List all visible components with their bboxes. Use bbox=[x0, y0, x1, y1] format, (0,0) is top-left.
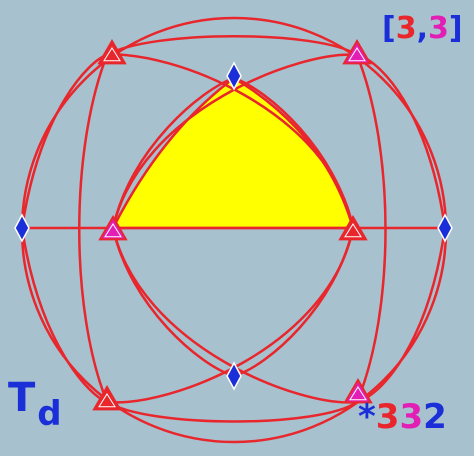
coxeter-notation-label: [3,3] bbox=[382, 14, 463, 44]
central-upper-right-arc bbox=[233, 76, 355, 229]
coxeter-comma: , bbox=[416, 11, 428, 46]
inner-left-arc bbox=[78, 54, 109, 403]
rhombus-right bbox=[437, 213, 453, 243]
red-triangle-top-left bbox=[97, 39, 127, 65]
central-lower-right-arc bbox=[233, 227, 355, 378]
group-symbol-subscript: d bbox=[37, 394, 62, 434]
orbifold-star: * bbox=[358, 397, 376, 437]
orbifold-notation-label: *332 bbox=[358, 400, 447, 434]
central-upper-arc bbox=[111, 76, 235, 229]
central-lower-arc bbox=[111, 227, 235, 378]
red-triangle-top-left-highlight bbox=[103, 47, 121, 62]
red-triangle-bottom-left-highlight bbox=[98, 393, 116, 408]
coxeter-second-3: 3 bbox=[428, 11, 449, 46]
bottom-arc bbox=[106, 400, 358, 423]
coxeter-first-3: 3 bbox=[395, 11, 417, 46]
top-arc bbox=[106, 35, 358, 57]
right-lower-arc bbox=[356, 227, 447, 404]
rhombus-top bbox=[226, 61, 242, 91]
orbifold-2: 2 bbox=[423, 397, 447, 437]
point-group-label: Td bbox=[8, 375, 62, 431]
magenta-triangle-bottom-right-highlight bbox=[349, 386, 367, 401]
diagonal-arc-top-right-to-center-left bbox=[111, 53, 358, 229]
orbifold-second-3: 3 bbox=[399, 397, 424, 437]
three-fold-markers bbox=[92, 39, 373, 411]
rhombus-left bbox=[14, 213, 30, 243]
right-upper-arc bbox=[356, 53, 447, 229]
inner-right-arc bbox=[355, 54, 387, 403]
red-triangle-center-right-highlight bbox=[344, 223, 362, 238]
coxeter-close-bracket: ] bbox=[448, 11, 463, 46]
left-lower-arc bbox=[20, 227, 108, 404]
coxeter-open-bracket: [ bbox=[382, 11, 396, 46]
rhombus-bottom bbox=[226, 361, 242, 391]
orbifold-first-3: 3 bbox=[375, 397, 400, 437]
left-upper-arc bbox=[20, 53, 108, 229]
diagonal-arc-bottom-right-to-center-left bbox=[111, 227, 358, 404]
group-symbol-main: T bbox=[8, 375, 36, 421]
magenta-triangle-top-right-highlight bbox=[348, 47, 366, 62]
two-fold-markers bbox=[14, 61, 453, 391]
magenta-triangle-center-left-highlight bbox=[104, 223, 122, 238]
